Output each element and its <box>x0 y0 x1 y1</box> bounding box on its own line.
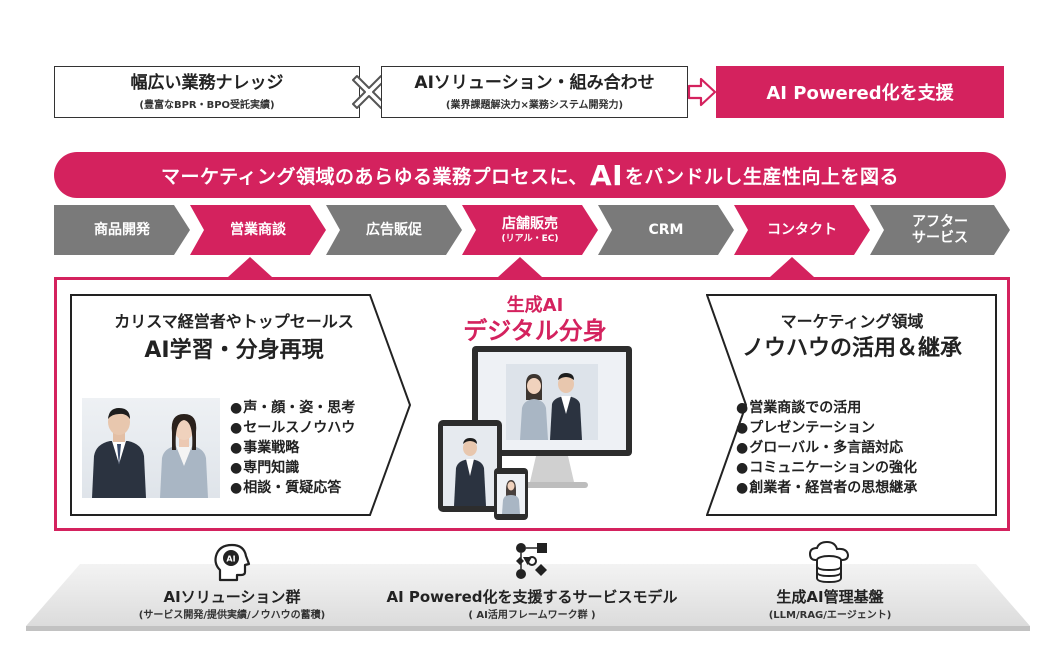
platform-base <box>26 564 1030 631</box>
banner-text-after: をバンドルし生産性向上を図る <box>625 165 899 188</box>
list-item: 事業戦略 <box>230 438 355 458</box>
ai-head-icon: AI <box>214 543 251 582</box>
left-panel-title: カリスマ経営者やトップセールス <box>114 312 354 331</box>
process-step-label: 広告販促 <box>366 221 422 238</box>
process-step-label: コンタクト <box>767 221 837 238</box>
ai-solutions-sublabel: (サービス開発/提供実績/ノウハウの蓄積) <box>138 610 326 621</box>
ai-powered-support-box: AI Powered化を支援 <box>716 66 1004 118</box>
knowledge-title: 幅広い業務ナレッジ <box>130 72 284 93</box>
executives-photo <box>82 398 220 498</box>
banner-text-before: マーケティング領域のあらゆる業務プロセスに、 <box>161 165 588 188</box>
ai-head-icon-label: AI <box>226 555 235 564</box>
pointer-triangle <box>498 257 542 277</box>
arrow-right-icon <box>687 77 717 107</box>
solution-title: AIソリューション・組み合わせ <box>414 72 655 93</box>
service-model-label: AI Powered化を支援するサービスモデル <box>386 588 678 606</box>
process-step-label: CRM <box>648 221 684 238</box>
left-panel: カリスマ経営者やトップセールス AI学習・分身再現 声・顔・姿・思考 セールスノ… <box>70 294 412 516</box>
right-panel-heading: ノウハウの活用＆継承 <box>741 336 962 361</box>
ai-management-platform-label: 生成AI管理基盤 <box>776 588 884 606</box>
knowledge-box: 幅広い業務ナレッジ (豊富なBPR・BPO受託実績) <box>54 66 360 118</box>
pointer-triangle <box>228 257 272 277</box>
process-step-crm: CRM <box>598 205 734 255</box>
process-step-contact: コンタクト <box>734 205 870 255</box>
right-panel-bullets: 営業商談での活用 プレゼンテーション グローバル・多言語対応 コミュニケーション… <box>736 398 917 498</box>
service-model-sublabel: ( AI活用フレームワーク群 ) <box>468 610 596 621</box>
knowledge-subtitle: (豊富なBPR・BPO受託実績) <box>139 100 275 112</box>
right-panel: マーケティング領域 ノウハウの活用＆継承 営業商談での活用 プレゼンテーション … <box>706 294 998 516</box>
center-heading: デジタル分身 <box>463 317 607 345</box>
cloud-database-icon <box>808 540 850 584</box>
process-step-store-sales: 店舗販売 (リアル・EC) <box>462 205 598 255</box>
process-step-after-service: アフター サービス <box>870 205 1010 255</box>
list-item: グローバル・多言語対応 <box>736 438 917 458</box>
list-item: セールスノウハウ <box>230 418 355 438</box>
process-step-label: 店舗販売 <box>502 215 558 232</box>
list-item: 専門知識 <box>230 458 355 478</box>
left-panel-bullets: 声・顔・姿・思考 セールスノウハウ 事業戦略 専門知識 相談・質疑応答 <box>230 398 355 498</box>
businessman-figure <box>92 408 146 498</box>
process-step-product-dev: 商品開発 <box>54 205 190 255</box>
process-step-label: アフター <box>912 213 968 230</box>
left-panel-heading: AI学習・分身再現 <box>144 338 324 363</box>
ai-management-platform-sublabel: (LLM/RAG/エージェント) <box>768 610 892 621</box>
ai-solutions-label: AIソリューション群 <box>163 588 301 606</box>
process-step-label: 商品開発 <box>94 221 150 238</box>
list-item: コミュニケーションの強化 <box>736 458 917 478</box>
process-step-sales: 営業商談 <box>190 205 326 255</box>
center-title: 生成AI <box>506 295 564 316</box>
solution-box: AIソリューション・組み合わせ (業界課題解決力×業務システム開発力) <box>381 66 688 118</box>
process-step-label: 営業商談 <box>230 221 286 238</box>
list-item: 声・顔・姿・思考 <box>230 398 355 418</box>
process-step-advertising: 広告販促 <box>326 205 462 255</box>
businesswoman-figure <box>160 414 208 498</box>
process-step-sublabel: (リアル・EC) <box>501 233 559 244</box>
banner-ai-text: AI <box>589 158 624 192</box>
process-step-label-line2: サービス <box>912 230 968 246</box>
solution-subtitle: (業界課題解決力×業務システム開発力) <box>445 100 624 112</box>
list-item: 創業者・経営者の思想継承 <box>736 478 917 498</box>
devices-illustration <box>438 346 632 520</box>
list-item: プレゼンテーション <box>736 418 917 438</box>
right-panel-title: マーケティング領域 <box>780 312 924 331</box>
list-item: 営業商談での活用 <box>736 398 917 418</box>
list-item: 相談・質疑応答 <box>230 478 355 498</box>
pointer-triangle <box>770 257 814 277</box>
shapes-framework-icon <box>516 543 547 579</box>
